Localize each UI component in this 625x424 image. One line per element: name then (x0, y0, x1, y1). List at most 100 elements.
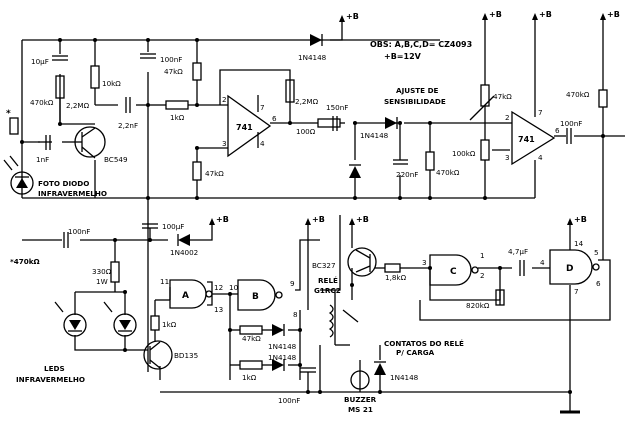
label-r1k8: 1,8kΩ (385, 273, 407, 282)
label-r47k-d: 47kΩ (242, 334, 261, 343)
nand-gate-symbols (169, 249, 600, 311)
pin: 11 (160, 277, 169, 286)
label-c100n-c: 100nF (68, 227, 90, 236)
label-r10k: 10kΩ (102, 79, 121, 88)
label-gate-c: C (450, 267, 457, 277)
wires (21, 20, 625, 393)
label-c220n: 220nF (396, 170, 418, 179)
pin: 7 (538, 108, 543, 117)
label-gate-d: D (566, 264, 573, 274)
label-d6: 1N4148 (390, 373, 419, 382)
supply-labels: +B +B +B +B +B +B +B +B (216, 10, 620, 224)
photodiode-symbol (3, 155, 34, 195)
pin: 6 (272, 114, 277, 123)
label-r330: 330Ω (92, 267, 112, 276)
label-d4: 1N4148 (268, 342, 297, 351)
label-gate-b: B (252, 292, 259, 302)
pin: 4 (540, 258, 545, 267)
label-d2: 1N4148 (360, 131, 389, 140)
label-pot: 100kΩ (452, 149, 476, 158)
label-c100n-a: 100nF (160, 55, 182, 64)
label-c10u: 10μF (31, 57, 49, 66)
label-r470k-d: *470kΩ (10, 257, 40, 266)
pin-numbers: 2 3 7 6 4 2 3 7 6 4 11 12 13 10 9 8 1 2 … (160, 95, 601, 319)
label-adjust-2: SENSIBILIDADE (384, 97, 446, 106)
pin: 3 (222, 139, 227, 148)
label-r47k-c: 47kΩ (493, 92, 512, 101)
label-r2m2-b: 2,2MΩ (295, 97, 319, 106)
label-r470k-a: 470kΩ (30, 98, 54, 107)
label-adjust-1: AJUSTE DE (396, 86, 439, 95)
pin: 3 (505, 153, 510, 162)
pin: 8 (293, 310, 298, 319)
label-d5: 1N4148 (268, 353, 297, 362)
label-relay-2: G1RC2 (314, 286, 341, 295)
label-buzzer-1: BUZZER (344, 395, 377, 404)
pin: 13 (214, 305, 223, 314)
label-c100u: 100μF (162, 222, 184, 231)
supply-label: +B (607, 10, 620, 19)
pin: 1 (480, 251, 485, 260)
label-r820k: 820kΩ (466, 301, 490, 310)
pin: 3 (422, 258, 427, 267)
ir-led-symbols (54, 301, 137, 337)
label-q3: BC327 (312, 261, 336, 270)
label-r47k-a: 47kΩ (164, 67, 183, 76)
pin: 2 (505, 113, 510, 122)
label-contacts-1: CONTATOS DO RELÉ (384, 339, 464, 348)
supply-label: +B (216, 215, 229, 224)
label-r2m2-a: 2,2MΩ (66, 101, 90, 110)
label-r1k-a: 1kΩ (170, 113, 185, 122)
label-c100n-d: 100nF (278, 396, 300, 405)
supply-label: +B (539, 10, 552, 19)
label-r1k-c: 1kΩ (242, 373, 257, 382)
label-q1: BC549 (104, 155, 128, 164)
supply-label: +B (356, 215, 369, 224)
pin: 6 (596, 279, 601, 288)
label-relay-1: RELÉ (318, 276, 338, 285)
label-r100: 100Ω (296, 127, 316, 136)
supply-arrows (209, 13, 606, 225)
label-d3: 1N4002 (170, 248, 198, 257)
label-c100n-b: 100nF (560, 119, 582, 128)
pin: 9 (290, 279, 295, 288)
label-q2: BD135 (174, 351, 198, 360)
label-c4u7: 4,7μF (508, 247, 528, 256)
supply-label: +B (346, 12, 359, 21)
asterisk-mark: * (6, 109, 11, 119)
label-photodiode-1: FOTO DIODO (38, 179, 89, 188)
misc-symbols (328, 95, 580, 414)
note-ic-type: OBS: A,B,C,D= CZ4093 (370, 40, 472, 49)
junctions (20, 38, 605, 394)
opamp-symbols (227, 94, 556, 166)
label-d1: 1N4148 (298, 53, 327, 62)
label-c150n: 150nF (326, 103, 348, 112)
pin: 4 (260, 139, 265, 148)
pin: 4 (538, 153, 543, 162)
supply-label: +B (312, 215, 325, 224)
component-labels: 10μF 470kΩ 10kΩ 2,2MΩ 100nF 2,2nF 1kΩ 47… (10, 53, 590, 414)
pin: 12 (214, 283, 223, 292)
label-leds-1: LEDS (44, 364, 65, 373)
transistor-symbols (74, 126, 377, 370)
note-supply-voltage: +B=12V (384, 52, 422, 61)
label-c1n: 1nF (36, 155, 49, 164)
label-r330-watt: 1W (96, 277, 108, 286)
pin: 7 (574, 287, 579, 296)
pin: 7 (260, 103, 265, 112)
label-opamp-1: 741 (236, 123, 253, 132)
capacitor-symbols (45, 53, 572, 373)
label-gate-a: A (182, 291, 189, 301)
label-photodiode-2: INFRAVERMELHO (38, 189, 107, 198)
supply-label: +B (489, 10, 502, 19)
label-r1k-b: 1kΩ (162, 320, 177, 329)
pin: 14 (574, 239, 584, 248)
pin: 6 (555, 126, 560, 135)
ic-labels: 741 741 A B C D (182, 123, 573, 302)
pin: 2 (222, 95, 227, 104)
label-r47k-b: 47kΩ (205, 169, 224, 178)
label-leds-2: INFRAVERMELHO (16, 375, 85, 384)
label-opamp-2: 741 (518, 135, 535, 144)
label-contacts-2: P/ CARGA (396, 348, 435, 357)
